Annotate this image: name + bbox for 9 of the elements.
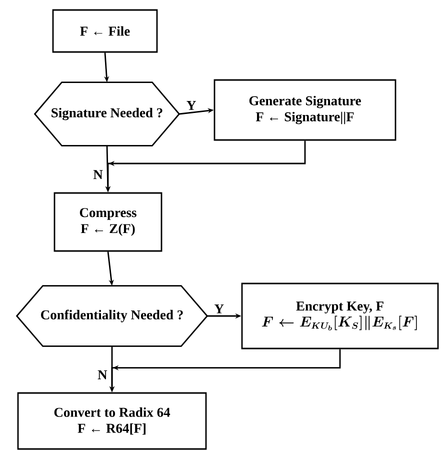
- edge-label: Y: [185, 100, 198, 111]
- process-box: Convert to Radix 64 F ← R64[F]: [17, 392, 207, 450]
- process-box: Generate Signature F ← Signature||F: [214, 79, 396, 141]
- edge-label: N: [92, 169, 104, 180]
- process-box: Compress F ← Z(F): [54, 192, 162, 252]
- edge-label: Y: [213, 303, 225, 314]
- edge-label: N: [96, 369, 108, 380]
- process-box: F ← File: [52, 9, 158, 53]
- process-box: Encrypt Key, F $F \leftarrow E_{KU_b}[K_S]\|E_{K_s}[F]$: [241, 282, 439, 350]
